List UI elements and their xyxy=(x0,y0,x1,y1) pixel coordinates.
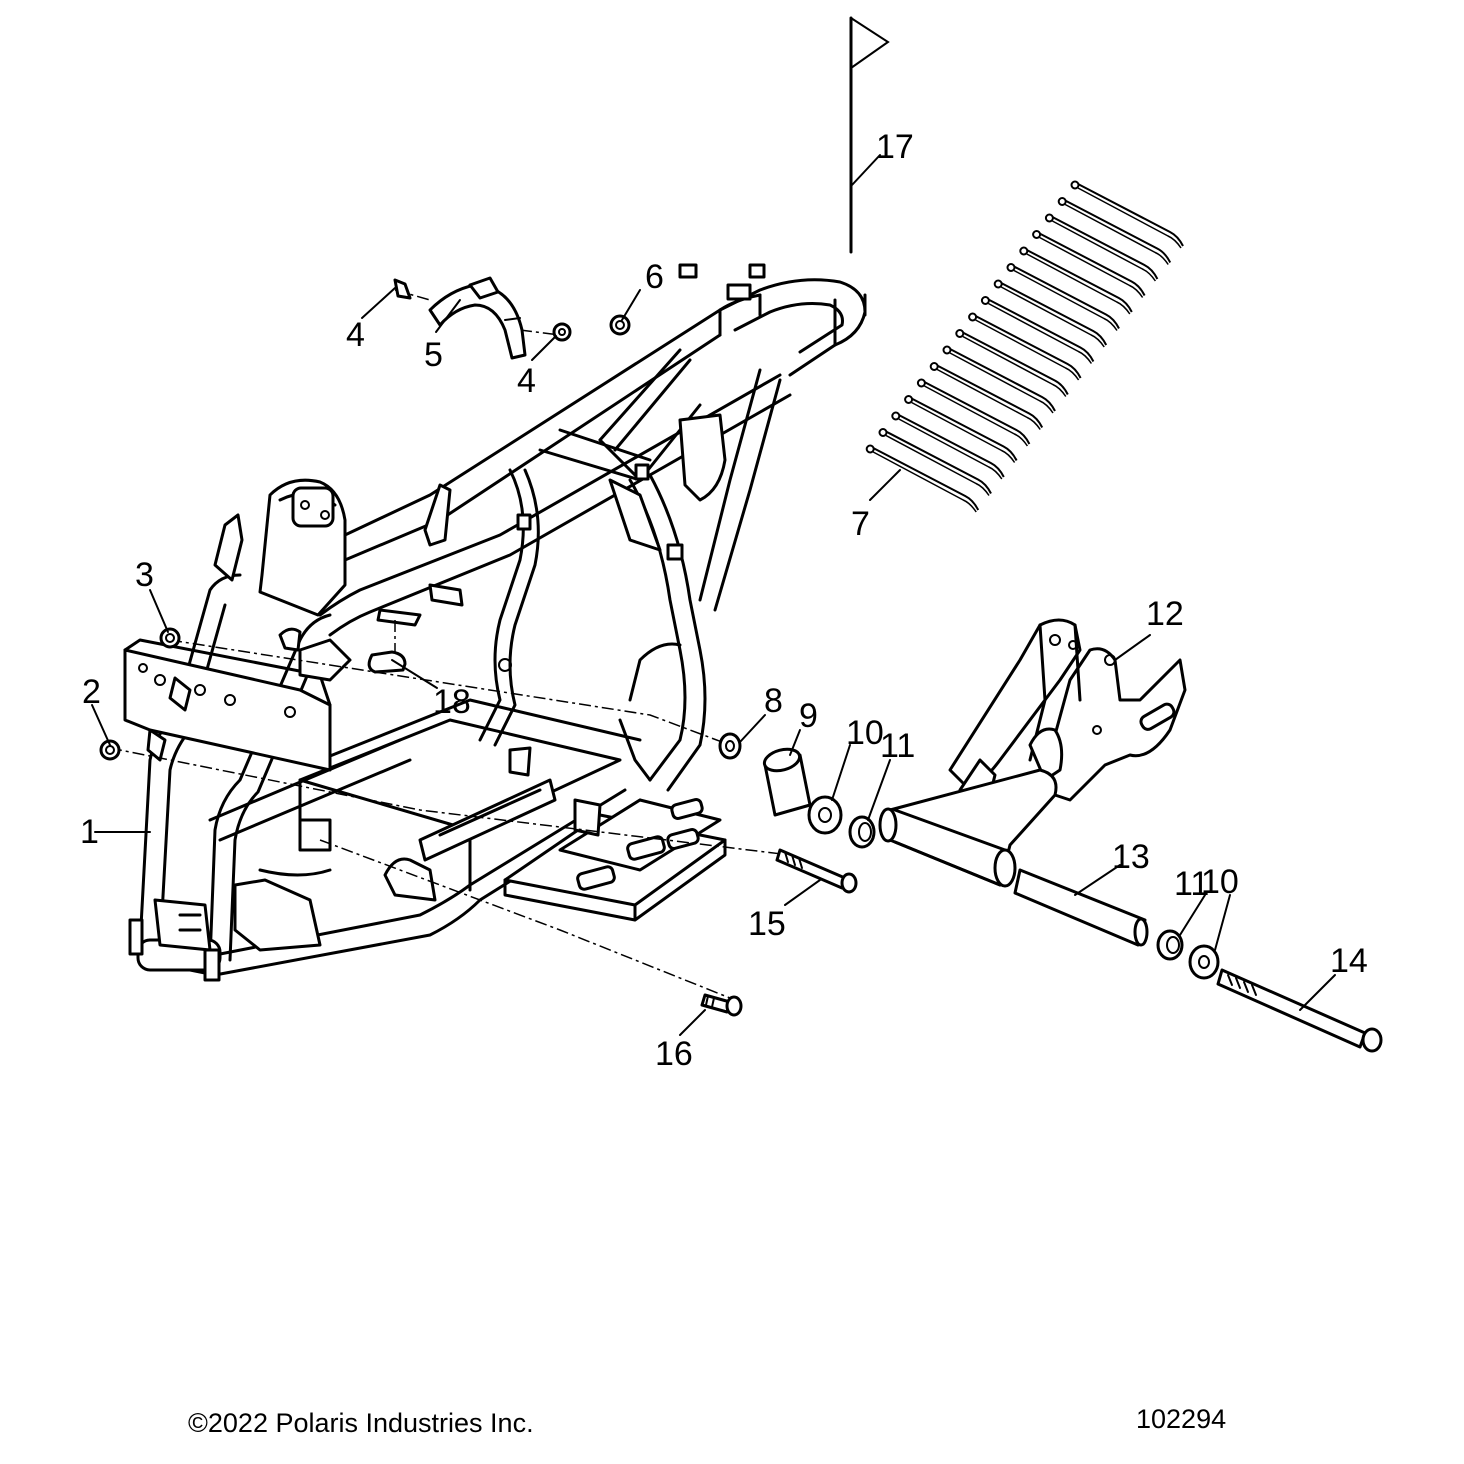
cable-ties-7 xyxy=(865,180,1184,513)
bracket-5 xyxy=(428,276,527,360)
callout-5: 5 xyxy=(424,336,443,374)
copyright-notice: ©2022 Polaris Industries Inc. xyxy=(188,1408,534,1438)
callout-13: 13 xyxy=(1112,838,1150,876)
callout-11b: 11 xyxy=(1174,865,1209,903)
washer-10b xyxy=(1188,944,1220,980)
cable-tie xyxy=(904,395,1018,463)
cable-tie xyxy=(1006,263,1120,331)
bushing-9 xyxy=(762,747,812,817)
bolt-4a xyxy=(393,278,412,300)
cable-tie xyxy=(1070,180,1184,249)
cable-tie xyxy=(942,345,1056,414)
flag-17 xyxy=(849,16,890,254)
cable-tie xyxy=(980,296,1095,364)
frame-assembly xyxy=(123,263,867,982)
nut-6 xyxy=(609,314,631,336)
bushing-11a xyxy=(848,815,876,849)
nut-3 xyxy=(159,627,181,649)
drawing-number: 102294 xyxy=(1136,1404,1227,1434)
cable-tie xyxy=(865,444,980,513)
callout-1: 1 xyxy=(80,813,99,851)
callout-14: 14 xyxy=(1330,942,1368,980)
callout-3: 3 xyxy=(135,556,154,594)
callout-9: 9 xyxy=(799,697,818,735)
callout-6: 6 xyxy=(645,258,664,296)
callout-11a: 11 xyxy=(880,727,915,765)
nut-4b xyxy=(552,322,572,342)
cable-tie xyxy=(1057,197,1172,265)
grommet-18 xyxy=(367,650,407,674)
callout-18: 18 xyxy=(433,683,471,721)
bolt-14 xyxy=(1216,968,1383,1053)
cable-tie xyxy=(916,378,1031,447)
cable-tie xyxy=(968,312,1082,381)
cable-tie xyxy=(1019,246,1133,315)
callout-8: 8 xyxy=(764,682,783,720)
cable-tie xyxy=(1044,213,1159,282)
callout-16: 16 xyxy=(655,1035,693,1073)
callout-10a: 10 xyxy=(846,714,884,752)
callout-15: 15 xyxy=(748,905,786,943)
cable-tie xyxy=(878,428,992,496)
callout-4b: 4 xyxy=(517,362,536,400)
cable-tie xyxy=(929,362,1044,430)
bolt-16 xyxy=(700,993,743,1017)
callout-4a: 4 xyxy=(346,316,365,354)
callout-7: 7 xyxy=(851,505,870,543)
callout-17: 17 xyxy=(876,128,914,166)
callout-12: 12 xyxy=(1146,595,1184,633)
swing-arm-12 xyxy=(878,618,1187,888)
cable-tie xyxy=(891,411,1005,480)
callout-labels: 1 2 3 4 4 5 6 7 8 9 10 10 11 11 12 13 14… xyxy=(80,128,1368,1073)
cable-tie xyxy=(993,279,1108,348)
bushing-11b xyxy=(1156,929,1184,961)
shaft-13 xyxy=(1013,868,1149,947)
washer-10a xyxy=(807,795,843,835)
callout-10b: 10 xyxy=(1201,863,1239,901)
callout-2: 2 xyxy=(82,673,101,711)
cable-tie xyxy=(1032,230,1146,298)
bolt-15 xyxy=(775,848,858,894)
leader-lines xyxy=(91,154,1336,1036)
washer-8 xyxy=(718,732,742,760)
cable-tie xyxy=(955,329,1069,397)
